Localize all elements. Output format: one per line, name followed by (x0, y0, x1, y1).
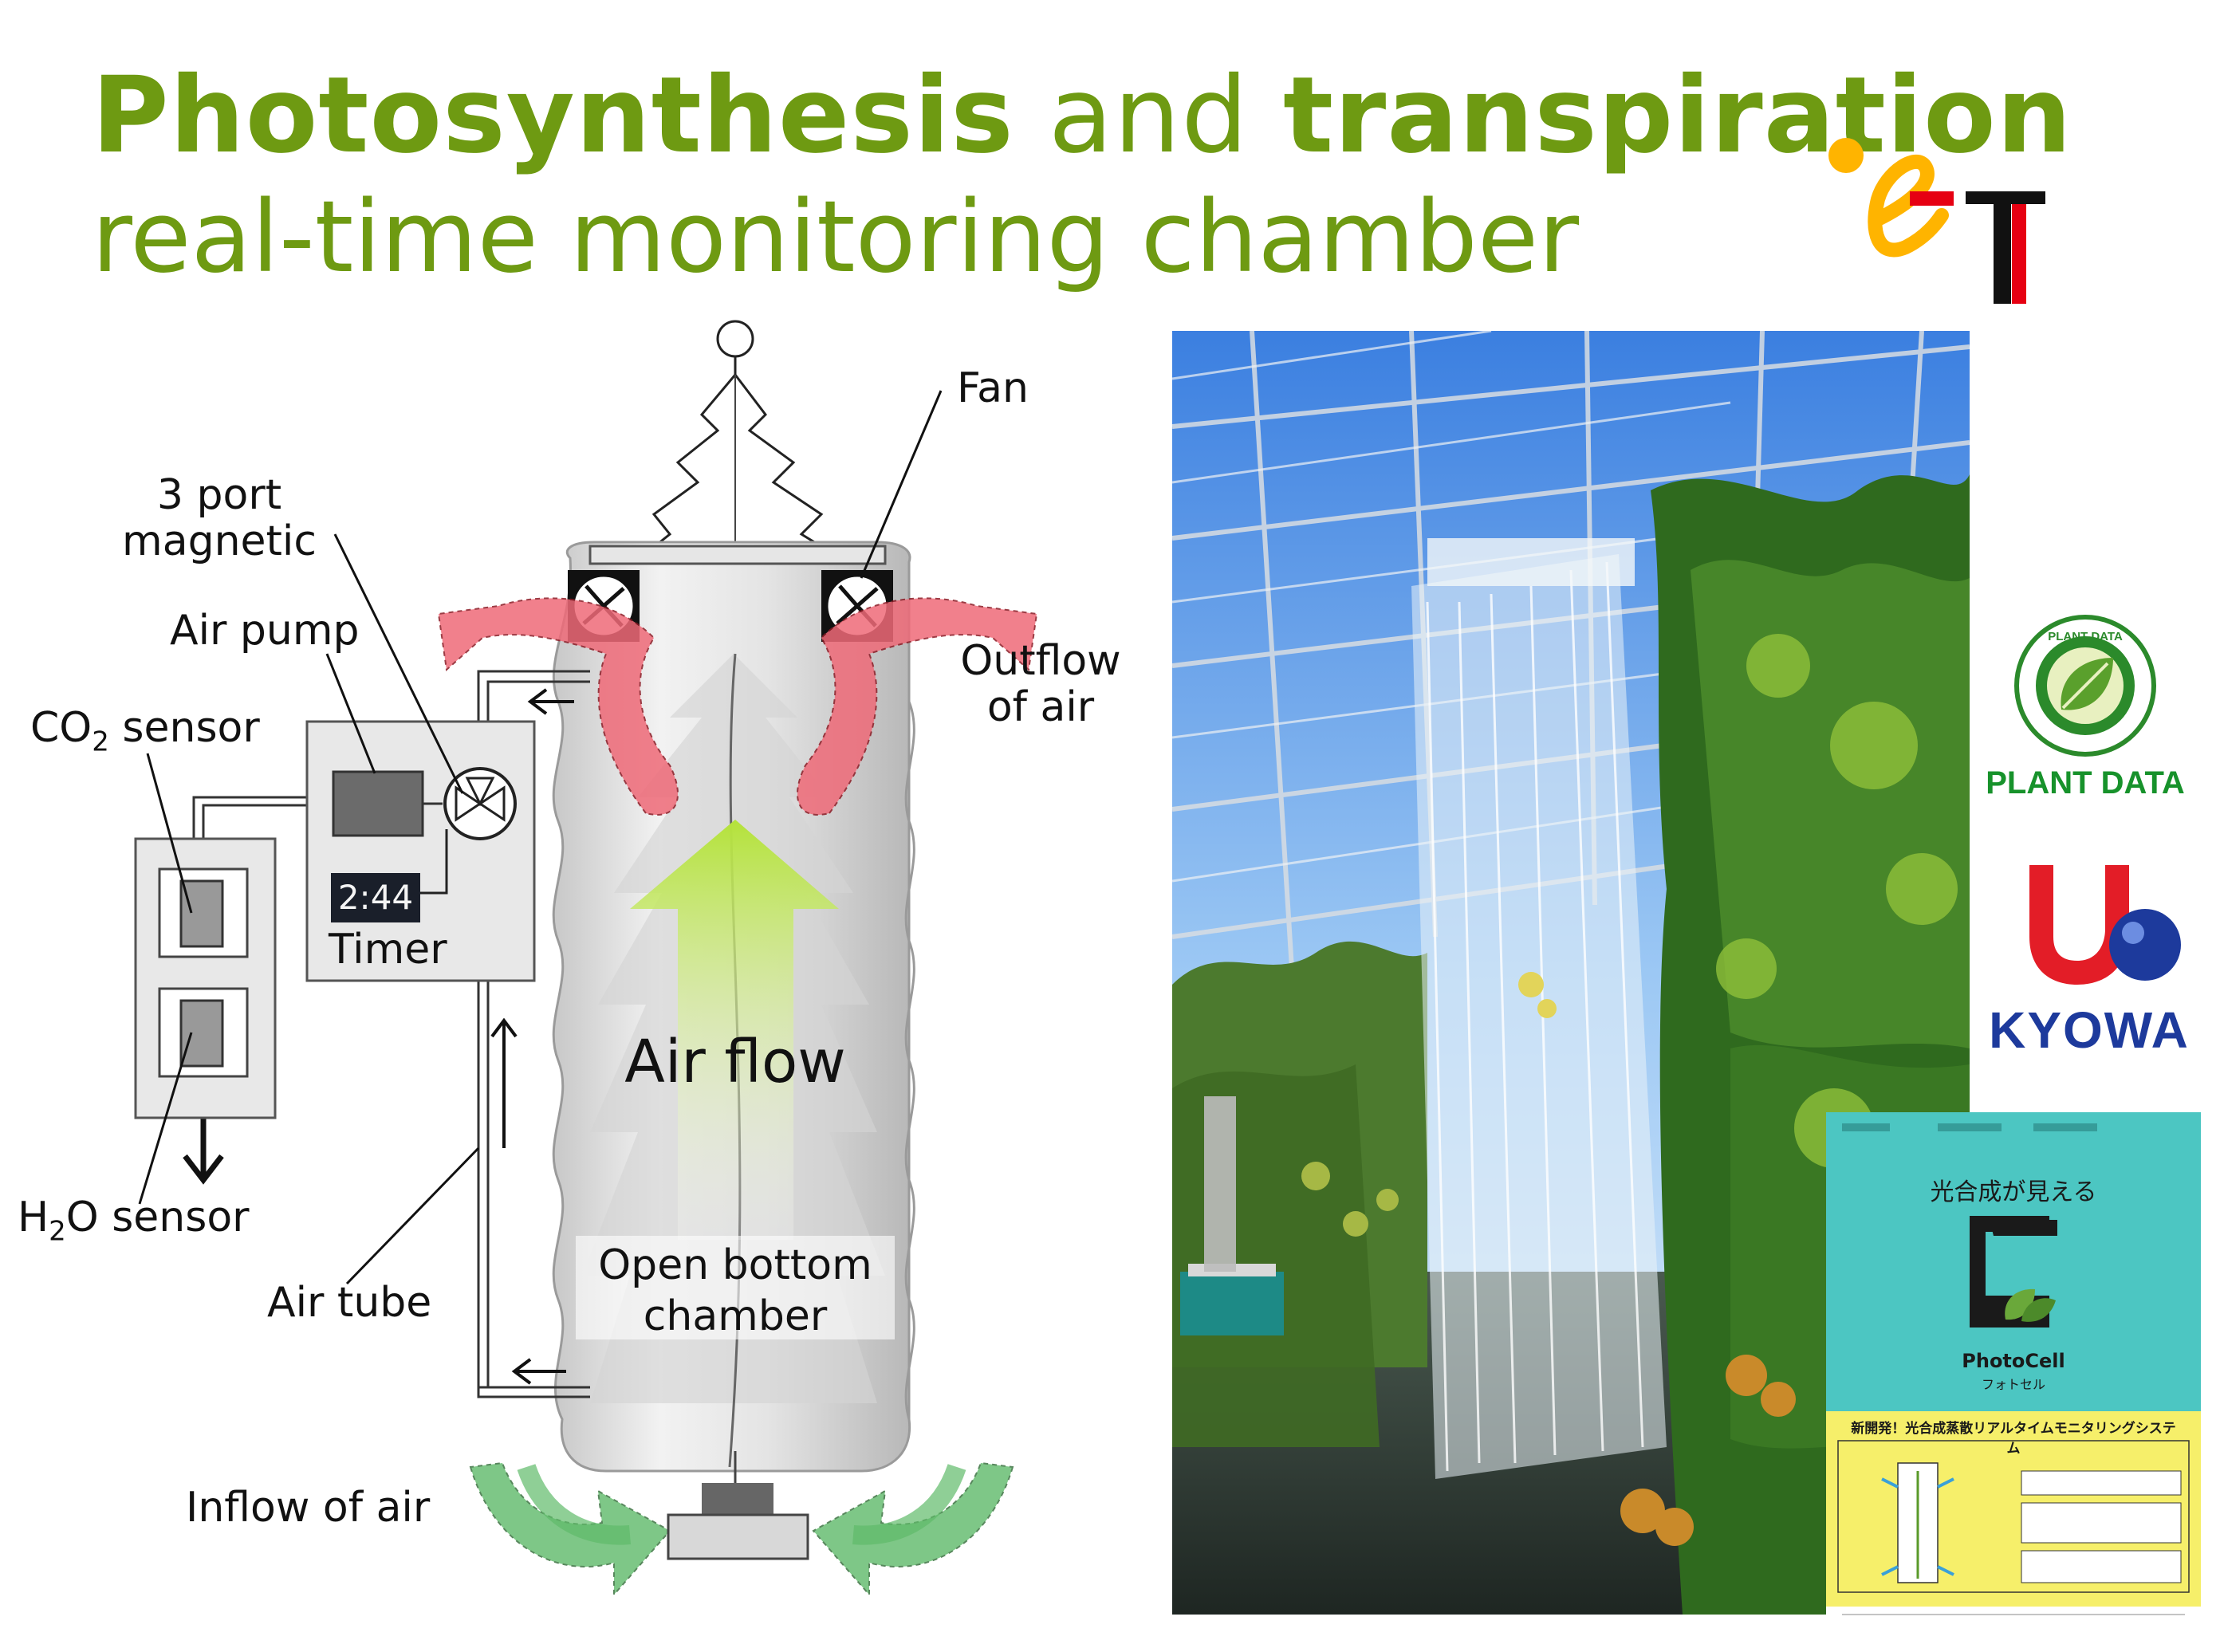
photocell-flyer: 光合成が見える PhotoCell フォトセル 新開発！光合成蒸散リアルタイムモ… (1826, 1112, 2201, 1622)
hanger-ring (716, 320, 754, 358)
spring-right (734, 374, 863, 568)
label-air-flow: Air flow (624, 1028, 846, 1096)
label-air-tube: Air tube (267, 1279, 432, 1327)
co2-pointer (146, 753, 193, 914)
label-open-bottom-line1: Open bottom (598, 1241, 872, 1289)
stand-top (702, 1483, 773, 1515)
co2-subscript: 2 (92, 726, 109, 758)
air-pump-block (332, 770, 424, 837)
tube-arrow-bottom (511, 1358, 566, 1385)
timer-readout: 2:44 (337, 878, 414, 917)
label-outflow-line1: Outflow (960, 637, 1121, 685)
outflow-arrow-right (797, 597, 1038, 816)
tube-arrow-up (490, 1017, 518, 1148)
label-air-pump: Air pump (170, 607, 360, 655)
kyowa-logo-icon (2029, 865, 2181, 985)
label-timer: Timer (329, 926, 447, 974)
airflow-up-arrow (630, 820, 839, 1240)
label-open-bottom-line2: chamber (643, 1292, 828, 1340)
plant-data-logo-icon (2014, 615, 2156, 757)
label-inflow: Inflow of air (186, 1484, 431, 1532)
top-bar (588, 545, 887, 565)
pump-box (305, 720, 536, 982)
exhaust-arrow (183, 1116, 224, 1185)
three-port-pointer (333, 533, 464, 794)
co2-sensor-element (179, 879, 224, 948)
h2o-subscript: 2 (49, 1215, 66, 1248)
label-h2o-sensor: H2O sensor (18, 1194, 250, 1254)
co2-prefix: CO (30, 704, 92, 752)
title-word-and: and (1014, 54, 1284, 177)
flyer-product-name: PhotoCell (1962, 1350, 2065, 1372)
title-word-transpiration: transpiration (1283, 54, 2072, 177)
label-outflow: Outflow of air (941, 638, 1140, 730)
tube-arrow-top (527, 688, 574, 715)
spring-left (620, 374, 737, 568)
kyowa-logo-text: KYOWA (1989, 1001, 2190, 1059)
co2-suffix: sensor (108, 704, 260, 752)
ect-logo (1828, 138, 2045, 304)
label-open-bottom-chamber: Open bottom chamber (576, 1240, 895, 1342)
label-three-port-line2: magnetic (122, 517, 317, 565)
open-bottom-label-box (576, 1236, 895, 1339)
timer-display (331, 873, 420, 922)
title-word-photosynthesis: Photosynthesis (92, 54, 1014, 177)
label-three-port-line1: 3 port (156, 471, 282, 519)
stand-base (667, 1513, 809, 1560)
label-co2-sensor: CO2 sensor (30, 705, 260, 765)
inflow-arrow-left-inner (517, 1463, 631, 1545)
chamber-diagram (134, 320, 1038, 1597)
air-pump-pointer (325, 653, 376, 774)
air-tube-pointer (345, 1147, 480, 1285)
title-line-1: Photosynthesis and transpiration (92, 56, 2072, 175)
h2o-sensor-element (179, 999, 224, 1068)
outflow-arrow-left (437, 597, 679, 816)
label-three-port: 3 port magnetic (112, 472, 327, 564)
inflow-arrow-right-inner (852, 1463, 966, 1545)
label-fan: Fan (957, 364, 1029, 412)
h2o-prefix: H (18, 1194, 49, 1241)
flyer-title: 光合成が見える (1930, 1178, 2097, 1206)
flyer-product-kana: フォトセル (1981, 1377, 2045, 1392)
title-line-2: real-time monitoring chamber (92, 180, 1580, 295)
h2o-pointer (138, 1032, 193, 1205)
flyer-band-title: 新開発！光合成蒸散リアルタイムモニタリングシステム (1851, 1421, 2176, 1457)
label-outflow-line2: of air (986, 683, 1095, 731)
fan-pointer (860, 390, 943, 579)
h2o-suffix: O sensor (65, 1194, 250, 1241)
photocell-flyer-graphic (1826, 1112, 2201, 1622)
plant-data-ring-text: PLANT DATA (2048, 630, 2123, 643)
plant-data-logo-text: PLANT DATA (1986, 765, 2185, 800)
